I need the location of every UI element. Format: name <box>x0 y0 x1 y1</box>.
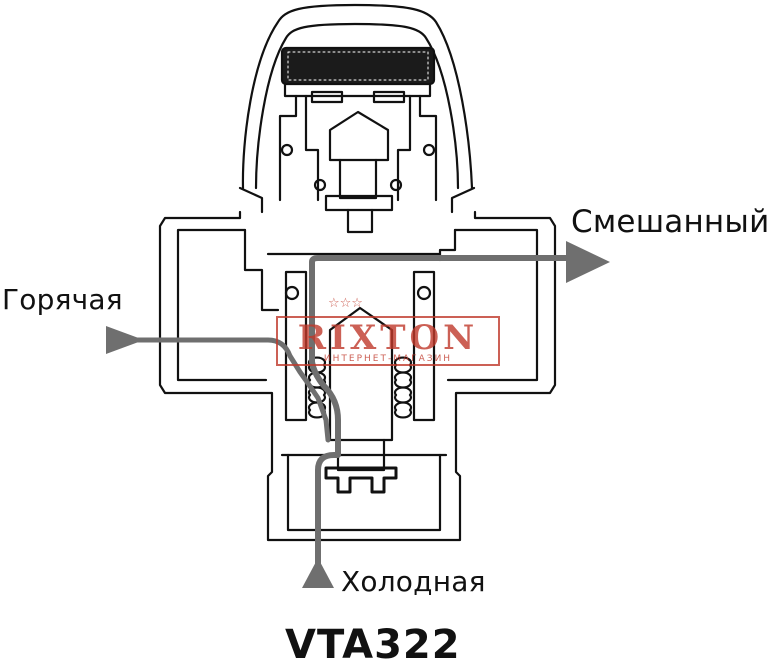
valve-body <box>158 210 557 542</box>
flow-paths <box>106 241 610 588</box>
thermostatic-cartridge <box>266 252 442 494</box>
model-title: VTA322 <box>285 622 461 668</box>
mixed-outlet-label: Смешанный <box>571 204 770 240</box>
cold-flow-line <box>309 255 573 588</box>
knob-cap <box>238 3 476 214</box>
cold-flow-arrow <box>302 558 334 588</box>
cold-inlet-label: Холодная <box>341 565 486 598</box>
bonnet-assembly <box>278 90 438 234</box>
mixed-flow-arrow <box>566 241 610 283</box>
hot-flow-line <box>117 337 331 443</box>
knurled-knob <box>280 46 436 98</box>
hot-flow-arrow <box>106 326 144 354</box>
hot-inlet-label: Горячая <box>2 283 123 316</box>
